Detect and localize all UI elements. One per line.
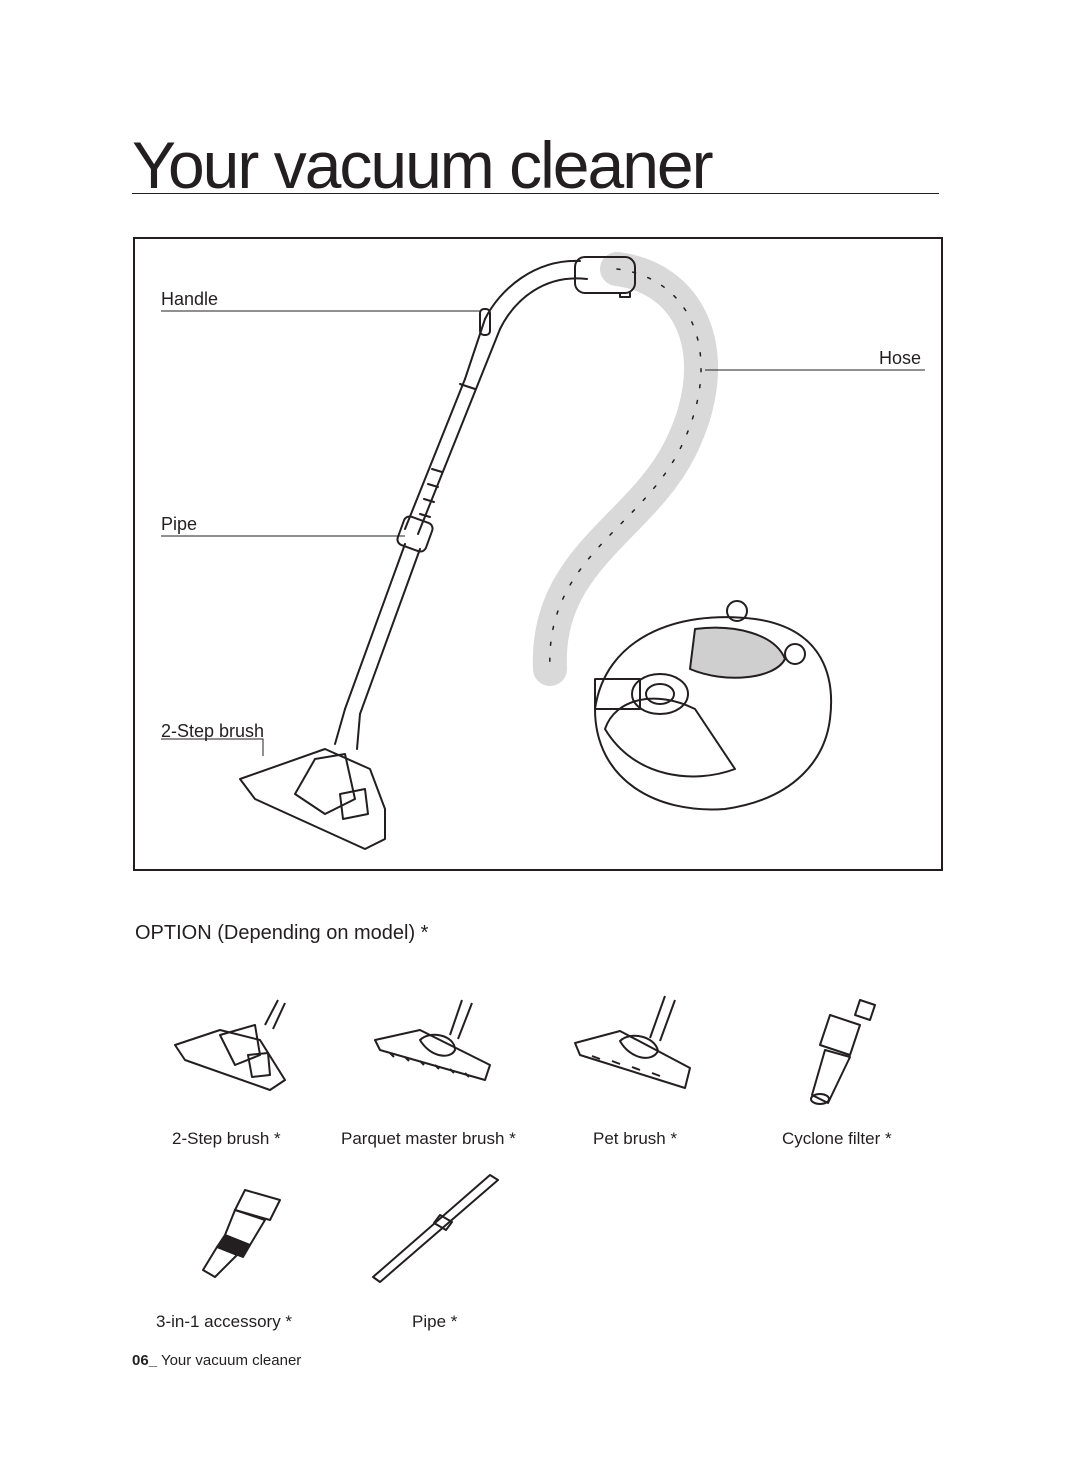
- option-label-2-step-brush: 2-Step brush *: [172, 1129, 281, 1148]
- title-divider: [132, 193, 939, 194]
- label-handle: Handle: [161, 289, 219, 309]
- pipe-icon: [372, 1174, 499, 1283]
- option-heading: OPTION (Depending on model) *: [135, 922, 429, 944]
- vacuum-cleaner-illustration: [161, 252, 925, 850]
- option-label-3-in-1-accessory: 3-in-1 accessory *: [156, 1312, 293, 1331]
- page-footer: 06_ Your vacuum cleaner: [132, 1352, 301, 1369]
- footer-section: Your vacuum cleaner: [160, 1352, 302, 1369]
- cyclone-filter-icon: [810, 999, 876, 1105]
- parquet-master-brush-icon: [374, 999, 491, 1081]
- vacuum-cleaner-diagram: Handle Hose Pipe 2-Step brush: [133, 237, 943, 871]
- option-label-pet-brush: Pet brush *: [593, 1129, 678, 1148]
- 3-in-1-accessory-icon: [202, 1189, 281, 1278]
- label-hose: Hose: [879, 348, 922, 368]
- page-number: 06_: [132, 1352, 158, 1369]
- pet-brush-icon: [574, 995, 691, 1089]
- 2-step-brush-icon: [174, 999, 286, 1091]
- label-2-step-brush: 2-Step brush: [161, 721, 265, 741]
- label-pipe: Pipe: [161, 514, 198, 534]
- option-label-parquet-master-brush: Parquet master brush *: [341, 1129, 516, 1148]
- option-label-cyclone-filter: Cyclone filter *: [782, 1129, 892, 1148]
- page-title: Your vacuum cleaner: [132, 128, 714, 202]
- option-label-pipe: Pipe *: [412, 1312, 458, 1331]
